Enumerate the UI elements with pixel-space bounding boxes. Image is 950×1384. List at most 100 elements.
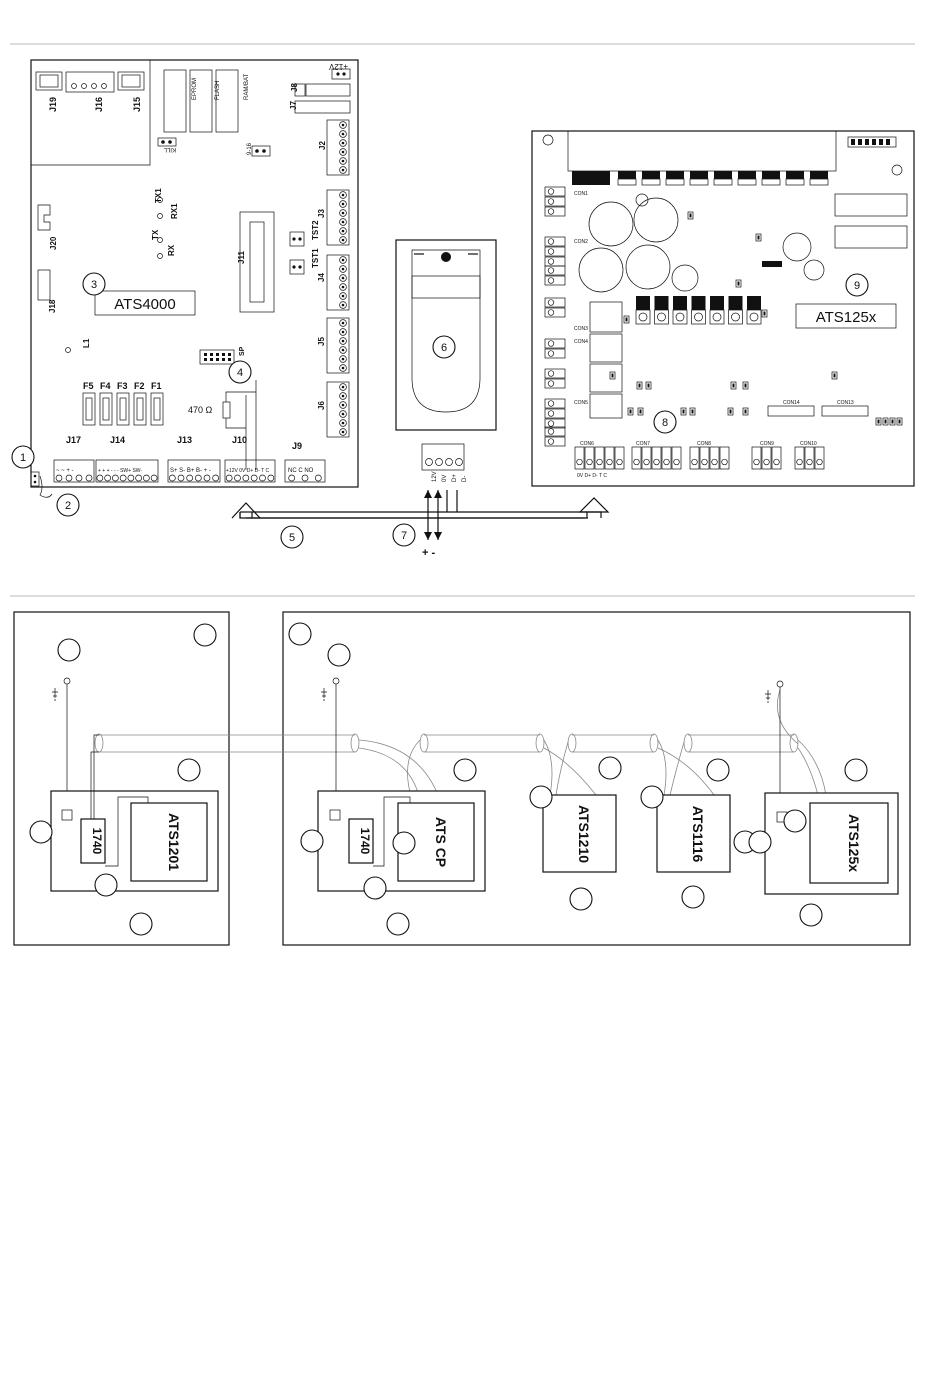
blank-callout (193, 623, 217, 647)
screw-terminal (259, 474, 266, 482)
fuse-holder (82, 392, 96, 426)
chip-flash: FLASH (215, 81, 221, 100)
blank-callout (598, 756, 622, 780)
con2-label: CON2 (574, 239, 588, 245)
screw-terminal (127, 474, 135, 482)
screw-terminal (288, 474, 296, 482)
screw-terminal (339, 283, 347, 291)
connector-terminal (544, 348, 566, 359)
relay-contact (786, 171, 804, 179)
blank-callout (29, 820, 53, 844)
relay-base (641, 178, 661, 186)
screw-terminal (339, 256, 347, 264)
module-ats125x: ATS125x (846, 814, 862, 872)
screw-terminal (339, 410, 347, 418)
screw-terminal-center (341, 258, 345, 262)
fuse-holder (116, 392, 130, 426)
screw-terminal (547, 340, 555, 347)
smd-pad (689, 213, 692, 218)
connector-terminal (751, 446, 762, 470)
header-j18: J18 (48, 299, 57, 313)
header-j8: J8 (290, 83, 299, 92)
callout-1: 1 (11, 445, 35, 469)
blank-callout (706, 758, 730, 782)
screw-terminal-center (341, 159, 345, 163)
module-1740-a: 1740 (90, 828, 104, 855)
screw-terminal-center (341, 220, 345, 224)
tst1-label: TST1 (311, 248, 320, 268)
header-j2: J2 (318, 141, 327, 150)
screw-terminal (339, 200, 347, 208)
screw-terminal (547, 438, 555, 445)
fuse-label: F1 (151, 381, 162, 391)
connector-terminal (814, 446, 825, 470)
screw-terminal (234, 474, 241, 482)
j14-terminal-labels: + + + - - - SW+ SW- (98, 468, 142, 474)
screw-terminal-center (341, 123, 345, 127)
relay-contact (666, 171, 684, 179)
screw-terminal-center (341, 412, 345, 416)
connector-terminal (544, 368, 566, 379)
connector-terminal (544, 436, 566, 447)
callout-2: 2 (56, 493, 80, 517)
blank-callout (799, 903, 823, 927)
header-j3: J3 (317, 209, 326, 218)
screw-terminal (339, 130, 347, 138)
blank-callout (327, 643, 351, 667)
keypad-terminal-dminus: D- (462, 476, 468, 482)
screw-terminal-center (341, 238, 345, 242)
chip-eprom: EPROM (192, 78, 198, 100)
con13-label: CON13 (837, 400, 854, 406)
screw-terminal-center (341, 321, 345, 325)
dip-switch (858, 139, 862, 145)
resistor-label: 470 Ω (188, 405, 213, 415)
smd-pad (639, 409, 642, 414)
ats4000-board: J19 J16 J15 EPROM FLASH RAM/BAT KILL 9-1… (30, 59, 359, 488)
svg-text:9: 9 (854, 280, 860, 292)
screw-terminal (339, 218, 347, 226)
screw-terminal-center (341, 366, 345, 370)
blank-callout (529, 785, 553, 809)
connector-terminal (761, 446, 772, 470)
blank-callout (844, 758, 868, 782)
j10-terminal-labels: +12V 0V D+ D- T C (226, 468, 270, 474)
pot-dial (749, 312, 759, 322)
pot-body (691, 309, 706, 325)
left-panel: 1740 ATS1201 (50, 734, 219, 892)
screw-terminal (547, 299, 555, 306)
connector-terminal (614, 446, 625, 470)
screw-terminal (673, 458, 680, 466)
relay-base (617, 178, 637, 186)
header-j10: J10 (232, 435, 247, 445)
header-pin (222, 353, 225, 356)
relay-base (737, 178, 757, 186)
screw-terminal-center (341, 394, 345, 398)
con9-label: CON9 (760, 441, 774, 447)
screw-terminal (547, 277, 555, 284)
screw-terminal (721, 458, 728, 466)
option-9-16-label: 9-16 (247, 142, 253, 155)
con1-label: CON1 (574, 191, 588, 197)
screw-terminal (339, 401, 347, 409)
pot-body (728, 309, 743, 325)
connector-terminal (544, 297, 566, 308)
smd-component (742, 407, 749, 416)
blank-callout (681, 885, 705, 909)
screw-terminal (242, 474, 250, 482)
header-j16: J16 (94, 97, 104, 112)
connector-terminal (794, 446, 805, 470)
screw-terminal (85, 474, 93, 482)
con6-terminal-labels: 0V D+ D- T C (577, 473, 607, 479)
screw-terminal-center (341, 430, 345, 434)
module-ats-cp: ATS CP (433, 817, 449, 867)
cable-runs (94, 689, 827, 801)
screw-terminal-center (341, 229, 345, 233)
header-j6: J6 (317, 401, 326, 410)
screw-terminal (547, 258, 555, 265)
ats125x-board: CON1 CON2 CON3 CON4 CON5 CON14 CON13 CON… (531, 130, 915, 487)
dip-switch (879, 139, 883, 145)
l1-label: L1 (82, 338, 91, 348)
screw-terminal (596, 458, 603, 466)
